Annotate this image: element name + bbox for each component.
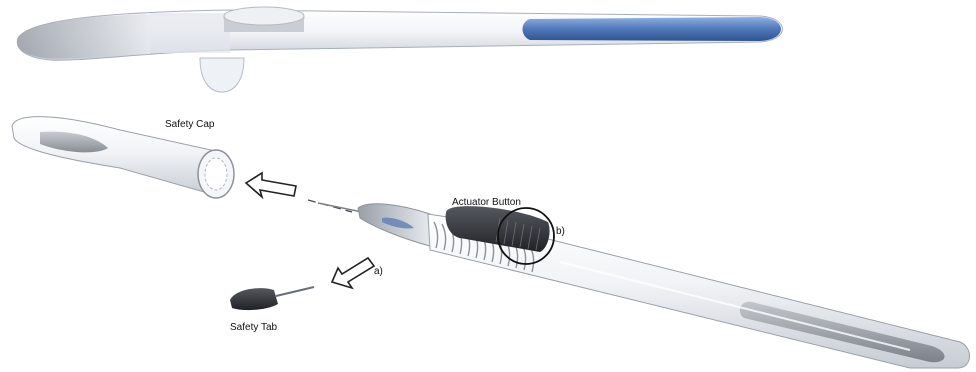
- lancet-device-body: [318, 203, 970, 368]
- device-translucent-section: [150, 13, 230, 53]
- label-safety-cap: Safety Cap: [165, 119, 215, 130]
- lancet-needle: [318, 203, 362, 212]
- label-safety-tab: Safety Tab: [230, 322, 278, 333]
- safety-cap-inner: [205, 158, 227, 190]
- device-tip-cap: [17, 14, 150, 59]
- marker-b: b): [556, 226, 565, 237]
- actuator-button-cap: [224, 7, 304, 25]
- blue-window: [523, 17, 782, 41]
- body-edge-highlight: [560, 262, 910, 350]
- marker-a: a): [374, 266, 383, 277]
- safety-tab-hanging: [200, 58, 244, 92]
- safety-tab-pin: [276, 287, 314, 296]
- safety-tab-body: [230, 288, 278, 310]
- arrow-safety-tab: [332, 258, 374, 288]
- safety-tab: [230, 287, 314, 310]
- label-actuator-button: Actuator Button: [452, 197, 521, 208]
- assembled-lancet-device: [17, 7, 782, 92]
